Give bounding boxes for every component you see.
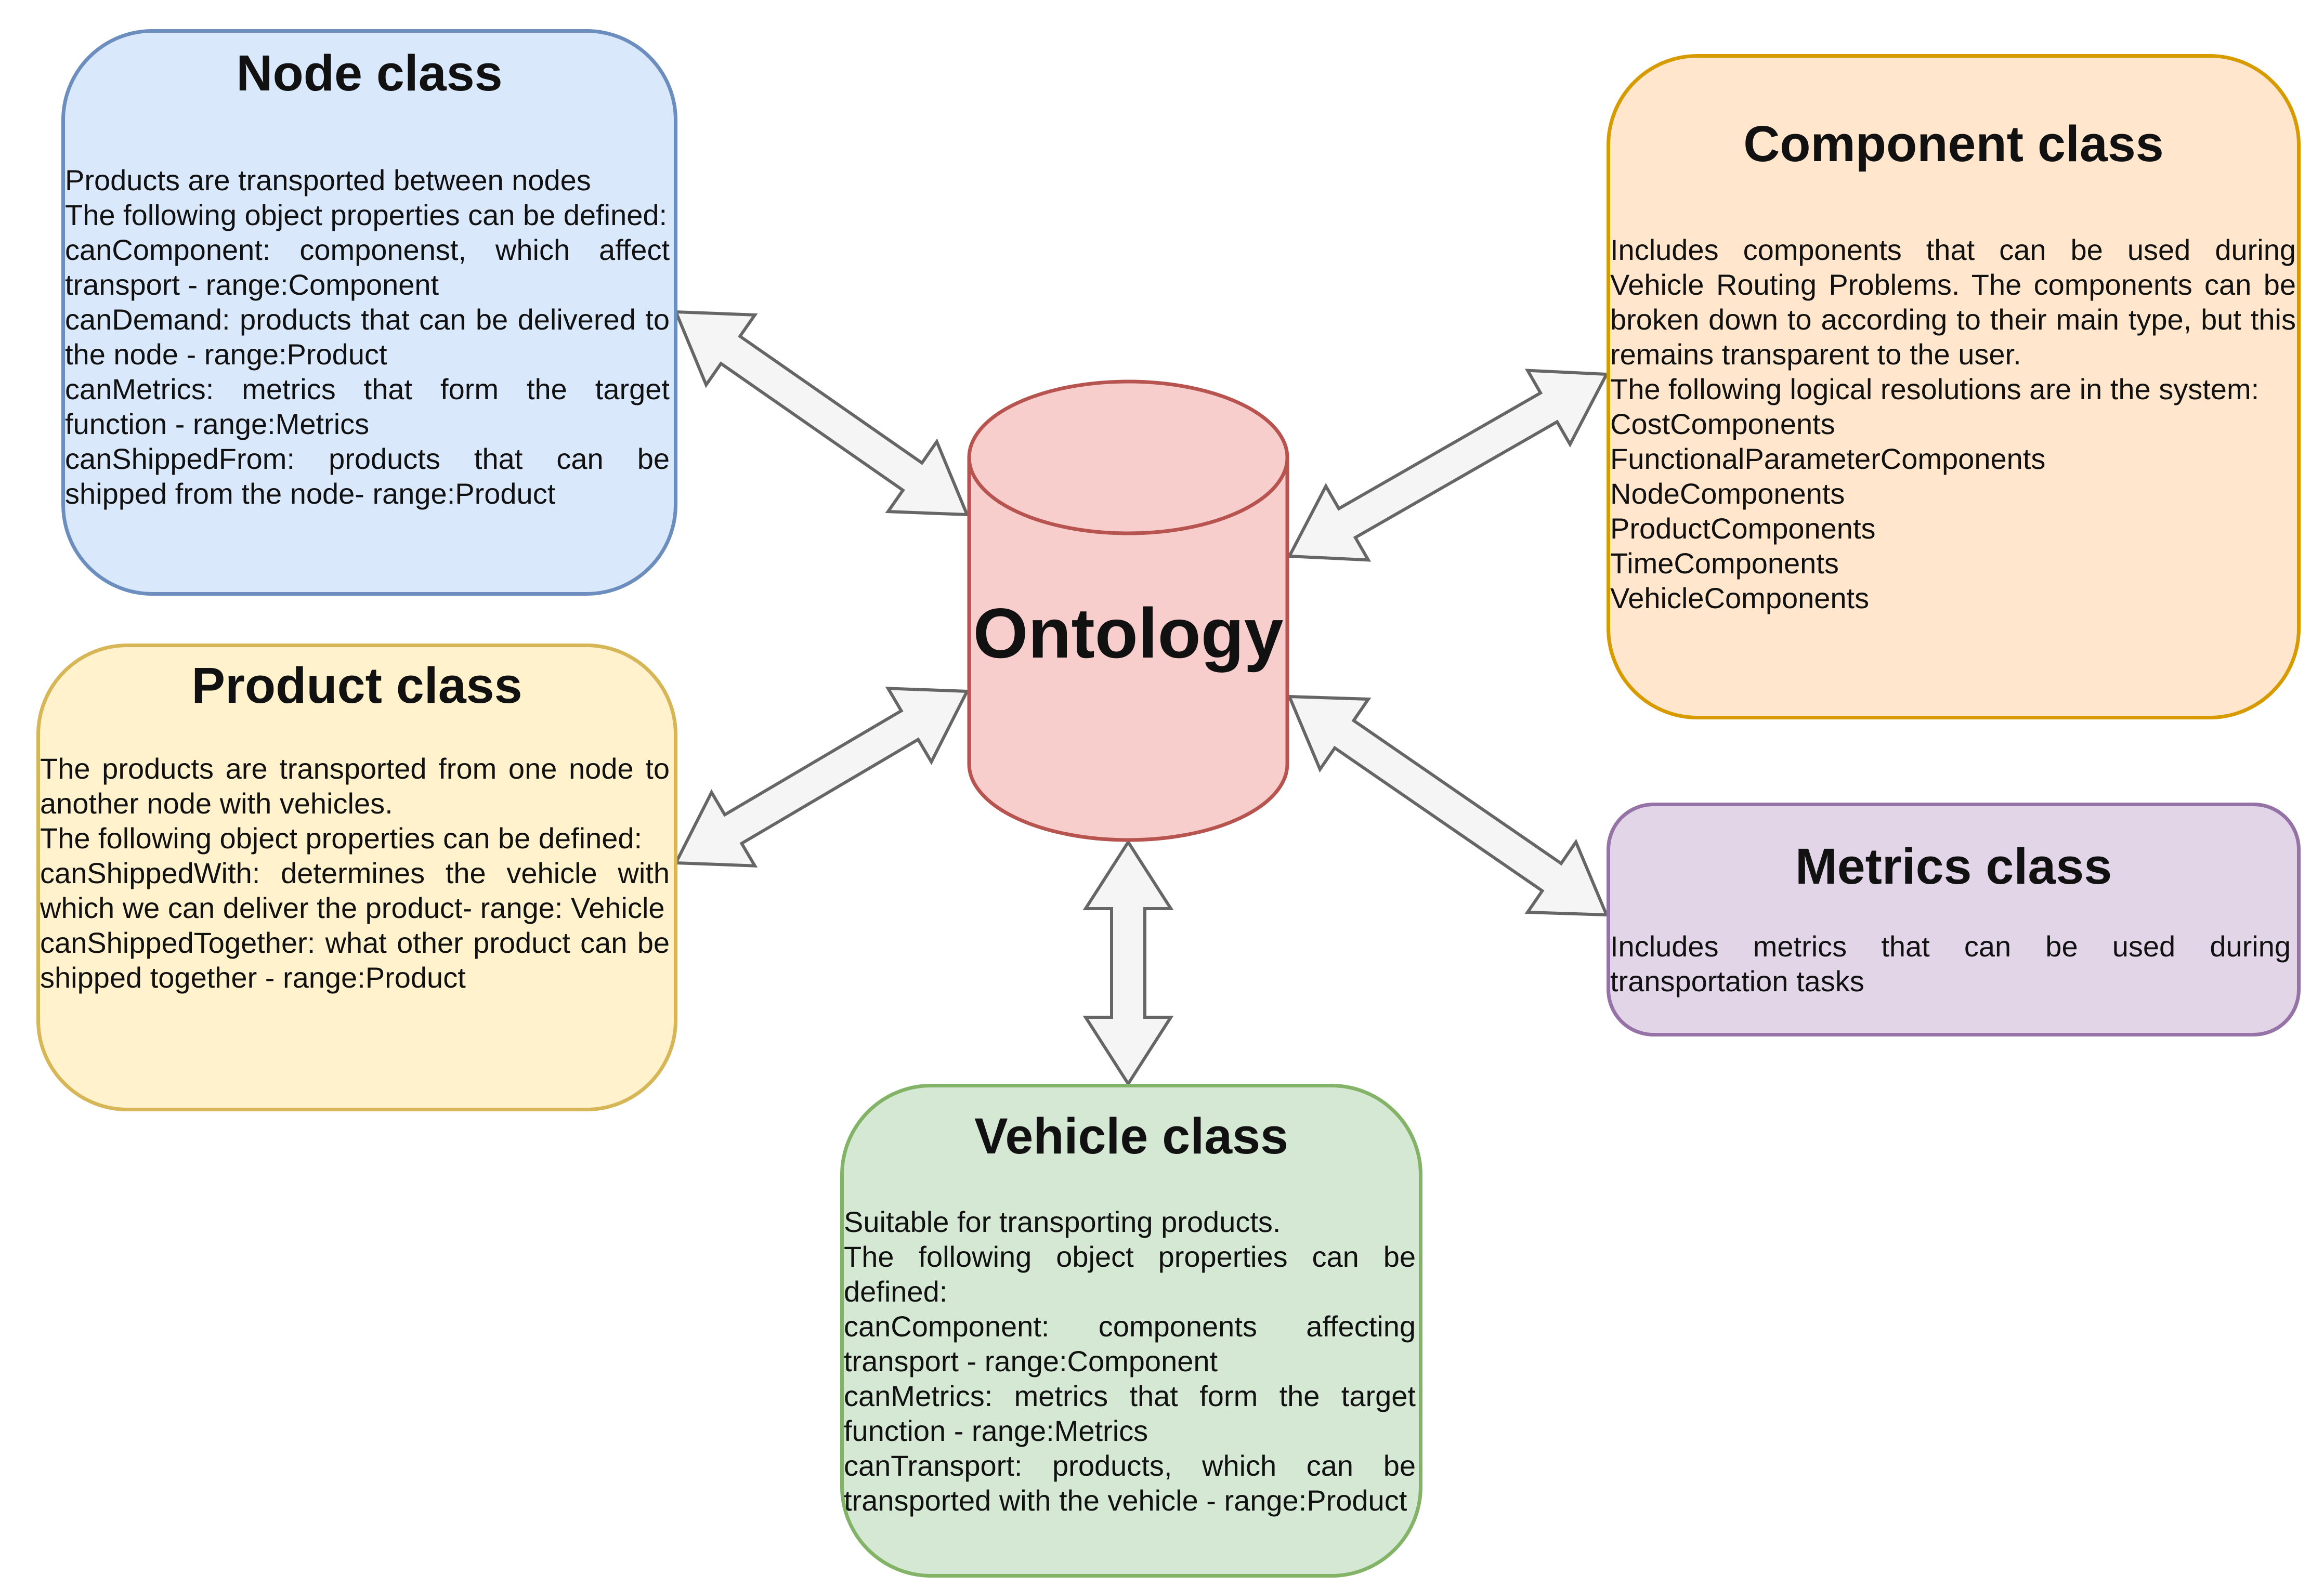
product-class-line: The products are transported from one no… [40,752,670,820]
component-class-line: VehicleComponents [1610,582,1870,614]
component-class-title: Component class [1743,115,2164,172]
node-class-line: canDemand: products that can be delivere… [65,303,670,371]
ontology-label: Ontology [973,594,1284,673]
node-class-box: Node class Products are transported betw… [61,29,677,596]
product-class-line: canShippedWith: determines the vehicle w… [40,857,670,924]
product-class-line: canShippedTogether: what other product c… [40,926,670,994]
component-class-line: The following logical resolutions are in… [1610,373,2260,405]
arrow-component-ontology [1287,369,1609,562]
product-class-line: The following object properties can be d… [40,822,643,855]
arrow-metrics-ontology [1287,694,1609,917]
ontology-cylinder-rim [967,457,1289,535]
component-class-line: ProductComponents [1610,512,1876,545]
component-class-line: Includes components that can be used dur… [1610,233,2296,371]
product-class-title: Product class [191,657,523,714]
node-class-line: canShippedFrom: products that can be shi… [65,442,670,510]
component-class-line: TimeComponents [1610,547,1839,580]
metrics-class-line: Includes metrics that can be used during… [1610,930,2291,998]
vehicle-class-line: canMetrics: metrics that form the target… [844,1380,1416,1447]
node-class-line: canMetrics: metrics that form the target… [65,373,670,440]
metrics-class-description: Includes metrics that can be used during… [1610,929,2291,999]
vehicle-class-line: canComponent: components affecting trans… [844,1310,1416,1377]
vehicle-class-box: Vehicle class Suitable for transporting … [840,1084,1422,1578]
node-class-description: Products are transported between nodes T… [65,163,670,511]
vehicle-class-description: Suitable for transporting products. The … [844,1204,1416,1518]
vehicle-class-line: Suitable for transporting products. [844,1205,1281,1238]
ontology-database: Ontology [967,379,1289,842]
vehicle-class-title: Vehicle class [974,1108,1289,1164]
node-class-line: The following object properties can be d… [65,199,668,231]
product-class-description: The products are transported from one no… [40,751,670,995]
component-class-line: CostComponents [1610,408,1835,440]
component-class-description: Includes components that can be used dur… [1610,232,2296,615]
vehicle-class-line: canTransport: products, which can be tra… [844,1449,1416,1517]
node-class-line: Products are transported between nodes [65,164,591,196]
component-class-line: FunctionalParameterComponents [1610,442,2046,475]
product-class-box: Product class The products are transport… [36,644,677,1111]
metrics-class-box: Metrics class Includes metrics that can … [1607,803,2301,1036]
arrow-product-ontology [673,687,970,868]
node-class-title: Node class [236,45,503,101]
metrics-class-title: Metrics class [1795,838,2112,895]
vehicle-class-line: The following object properties can be d… [844,1240,1416,1308]
component-class-line: NodeComponents [1610,477,1845,510]
ontology-cylinder-body [967,379,1289,842]
component-class-box: Component class Includes components that… [1607,54,2301,719]
arrow-node-ontology [673,310,970,517]
arrow-vehicle-ontology [1082,839,1174,1087]
node-class-line: canComponent: componenst, which affect t… [65,233,670,301]
